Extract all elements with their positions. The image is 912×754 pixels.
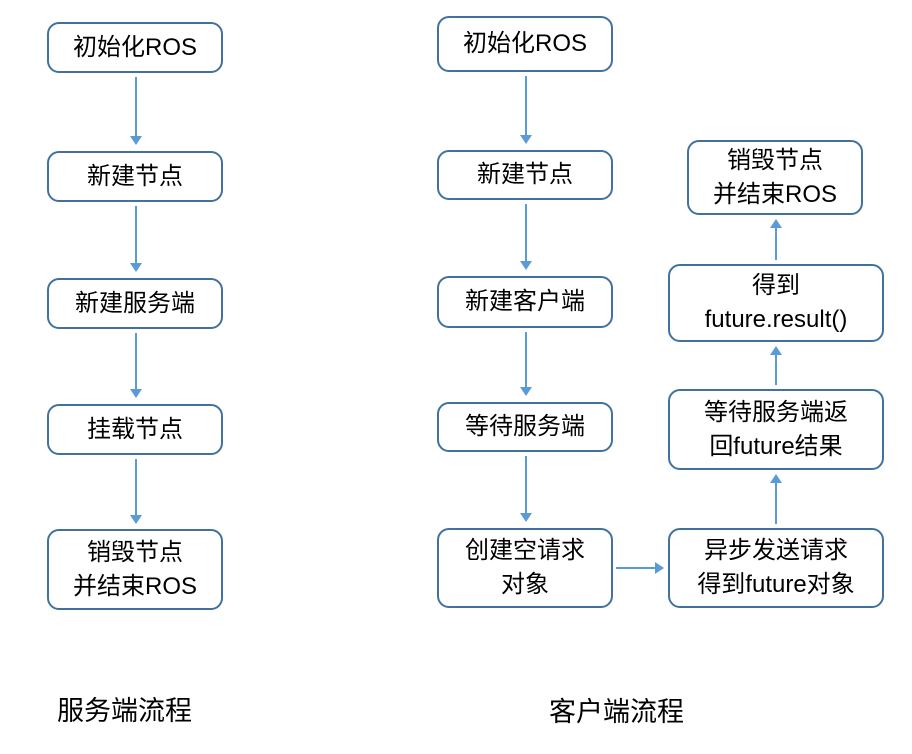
box-client-destroy-node: 销毁节点 并结束ROS — [687, 140, 863, 215]
connector-arrow-up — [770, 219, 782, 260]
connector-arrow-down — [520, 204, 532, 270]
box-client-create-request: 创建空请求 对象 — [437, 528, 613, 608]
box-server-mount-node: 挂载节点 — [47, 404, 223, 455]
connector-arrow-down — [520, 456, 532, 522]
box-client-wait-service: 等待服务端 — [437, 402, 613, 452]
box-client-send-request: 异步发送请求 得到future对象 — [668, 528, 884, 608]
box-server-init-ros: 初始化ROS — [47, 22, 223, 73]
connector-arrow-down — [520, 76, 532, 144]
connector-arrow-up — [770, 346, 782, 385]
box-client-init-ros: 初始化ROS — [437, 16, 613, 72]
box-server-new-service: 新建服务端 — [47, 278, 223, 329]
box-client-get-result: 得到 future.result() — [668, 264, 884, 342]
box-client-new-node: 新建节点 — [437, 150, 613, 200]
box-client-new-client: 新建客户端 — [437, 276, 613, 328]
label-server-flow: 服务端流程 — [57, 696, 192, 726]
connector-arrow-up — [770, 474, 782, 524]
box-server-new-node: 新建节点 — [47, 151, 223, 202]
box-client-wait-future: 等待服务端返 回future结果 — [668, 389, 884, 470]
connector-arrow-down — [130, 77, 142, 145]
connector-arrow-right — [616, 562, 664, 574]
connector-arrow-down — [130, 459, 142, 524]
connector-arrow-down — [520, 332, 532, 396]
box-server-destroy-node: 销毁节点 并结束ROS — [47, 529, 223, 610]
label-client-flow: 客户端流程 — [549, 697, 684, 727]
connector-arrow-down — [130, 206, 142, 272]
connector-arrow-down — [130, 333, 142, 398]
